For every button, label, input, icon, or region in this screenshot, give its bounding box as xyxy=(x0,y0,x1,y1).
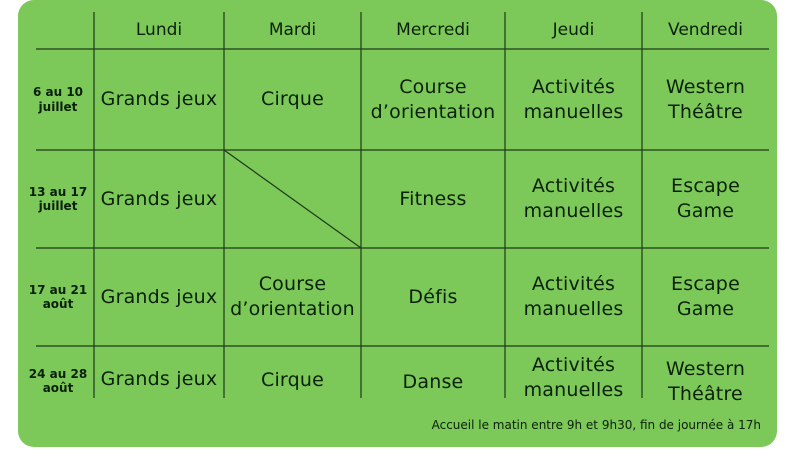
week-label: 6 au 10 juillet xyxy=(32,85,84,114)
header-jeudi: Jeudi xyxy=(552,20,595,41)
activity-cell: Défis xyxy=(408,285,458,308)
activity-cell: Grands jeux xyxy=(100,367,218,390)
footer-note: Accueil le matin entre 9h et 9h30, fin d… xyxy=(431,418,761,432)
activity-cell: Escape Game xyxy=(671,273,740,320)
activity-cell: Cirque xyxy=(260,368,324,391)
header-mardi: Mardi xyxy=(268,20,317,41)
empty-cell-diagonal xyxy=(223,149,362,249)
activity-cell: Fitness xyxy=(399,187,467,210)
week-label: 13 au 17 juillet xyxy=(28,184,88,213)
activity-cell: Activités manuelles xyxy=(523,273,624,320)
week-label: 17 au 21 août xyxy=(28,282,88,311)
header-vendredi: Vendredi xyxy=(668,20,743,41)
activity-cell: Western Théâtre xyxy=(665,358,746,405)
activity-cell: Escape Game xyxy=(671,175,740,222)
activity-cell: Grands jeux xyxy=(100,88,218,111)
activity-cell: Danse xyxy=(402,370,464,393)
header-mercredi: Mercredi xyxy=(396,20,470,41)
activity-cell: Course d’orientation xyxy=(230,273,355,320)
activity-cell: Course d’orientation xyxy=(370,75,496,123)
activity-cell: Grands jeux xyxy=(100,187,218,210)
header-lundi: Lundi xyxy=(135,20,183,41)
activity-cell: Activités manuelles xyxy=(523,354,624,401)
week-label: 24 au 28 août xyxy=(28,366,88,395)
schedule-card xyxy=(18,0,777,447)
activity-cell: Activités manuelles xyxy=(523,175,624,222)
activity-cell: Activités manuelles xyxy=(523,75,624,123)
activity-cell: Western Théâtre xyxy=(665,75,746,123)
activity-cell: Cirque xyxy=(260,88,324,111)
activity-cell: Grands jeux xyxy=(100,285,218,308)
